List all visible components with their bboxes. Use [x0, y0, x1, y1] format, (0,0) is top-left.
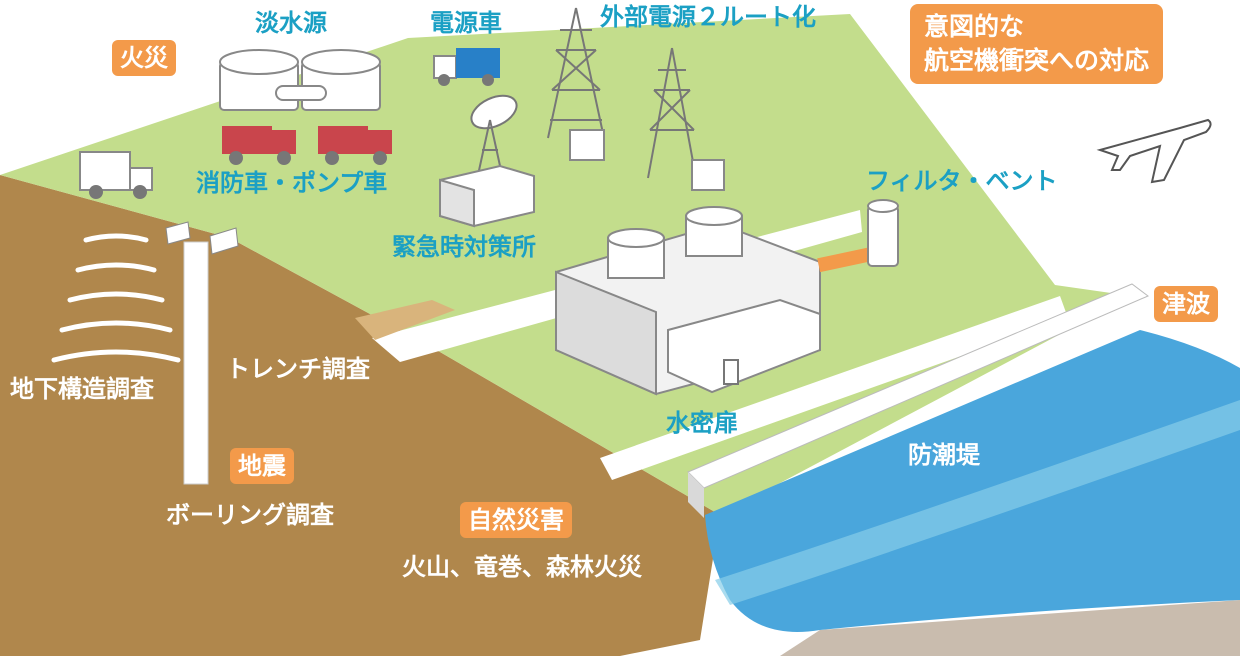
survey-box [165, 221, 191, 245]
reactor-building [555, 206, 821, 396]
filter-vent-tank [867, 199, 899, 267]
trench-survey-label: トレンチ調査 [226, 355, 370, 383]
fresh-water-tanks [219, 49, 381, 111]
emergency-office-label: 緊急時対策所 [392, 233, 536, 261]
natural-disaster-examples-label: 火山、竜巻、森林火災 [402, 553, 642, 581]
watertight-door [723, 359, 739, 385]
white-truck [79, 151, 153, 199]
filter-vent-label: フィルタ・ベント [866, 167, 1058, 195]
power-vehicle [433, 48, 500, 86]
road [600, 296, 1068, 480]
boring-survey-label: ボーリング調査 [166, 501, 334, 529]
fresh-water-label: 淡水源 [255, 9, 327, 37]
fire-truck [318, 126, 392, 165]
power-vehicle-label: 電源車 [430, 9, 502, 37]
fire-truck [222, 126, 296, 165]
earthquake-badge: 地震 [230, 448, 294, 484]
boring-pipe [183, 241, 209, 485]
power-tower [647, 47, 697, 179]
trench [355, 300, 455, 340]
seawall-label: 防潮堤 [908, 441, 980, 469]
power-tower [547, 7, 605, 139]
survey-box [209, 227, 239, 255]
antenna-dish [470, 94, 518, 176]
external-power-label: 外部電源２ルート化 [600, 3, 816, 31]
filter-vent-pipe [817, 245, 879, 273]
sea-bedrock [780, 600, 1240, 656]
tower-box [569, 129, 725, 191]
aircraft-response-line2: 航空機衝突への対応 [924, 46, 1150, 75]
seawall-face [688, 472, 704, 518]
tsunami-badge: 津波 [1154, 286, 1218, 322]
emergency-office-building [439, 164, 535, 228]
aircraft-response-badge: 意図的な 航空機衝突への対応 [910, 4, 1164, 84]
natural-disaster-badge: 自然災害 [460, 502, 572, 538]
aircraft-response-line1: 意図的な [924, 12, 1025, 41]
underground-survey-label: 地下構造調査 [10, 375, 154, 403]
survey-waves [51, 233, 181, 363]
seawall [687, 283, 1149, 489]
fire-badge: 火災 [112, 40, 176, 76]
sea-surface-band [715, 400, 1240, 605]
airplane-icon [1096, 118, 1212, 184]
fire-trucks-label: 消防車・ポンプ車 [196, 169, 388, 197]
watertight-door-label: 水密扉 [666, 409, 738, 437]
